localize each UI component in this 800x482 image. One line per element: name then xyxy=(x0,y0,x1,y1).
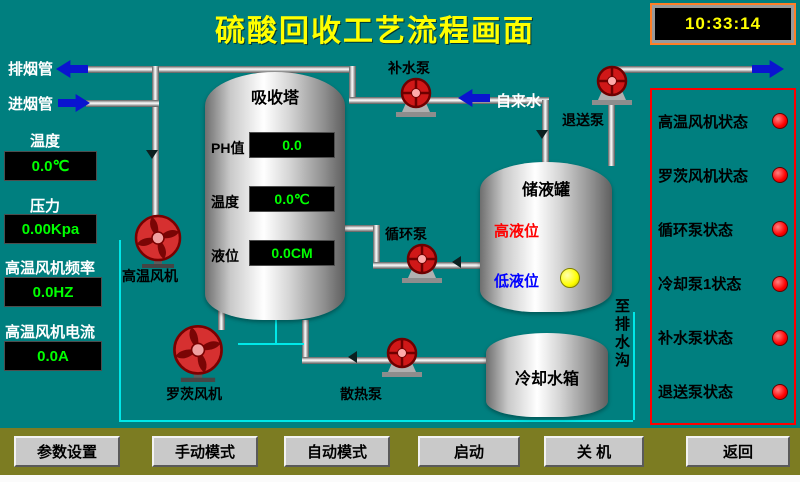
pipe-top-right xyxy=(608,66,754,73)
pipe-makeup-water xyxy=(349,97,549,104)
high-level-label: 高液位 xyxy=(494,223,540,240)
back-button[interactable]: 返回 xyxy=(686,436,790,467)
status-lamp-icon xyxy=(772,329,788,346)
status-row: 高温风机状态 xyxy=(658,111,788,132)
clock-frame: 10:33:14 xyxy=(650,3,796,45)
status-lamp-icon xyxy=(772,221,788,238)
level-label: 液位 xyxy=(211,248,239,264)
status-label-return-pump: 退送泵状态 xyxy=(658,384,734,402)
ph-display: 0.0 xyxy=(249,132,335,158)
status-label-makeup-pump: 补水泵状态 xyxy=(658,330,734,348)
return-pump-label: 退送泵 xyxy=(562,112,604,128)
pressure-label: 压力 xyxy=(30,198,61,215)
roots-fan-icon xyxy=(168,322,228,387)
pipe-circulation-b xyxy=(373,225,380,267)
heat-pump-label: 散热泵 xyxy=(340,386,382,402)
high-temp-fan-icon xyxy=(130,212,186,273)
low-level-lamp xyxy=(560,268,580,288)
exhaust-arrow-icon xyxy=(56,60,88,78)
pipe-tower-right-up xyxy=(349,66,356,104)
tower-temp-label: 温度 xyxy=(211,194,239,210)
tower-temp-display: 0.0℃ xyxy=(249,186,335,212)
tap-water-label: 自来水 xyxy=(496,93,542,110)
pipe-top-left xyxy=(88,66,352,73)
status-lamp-icon xyxy=(772,383,788,400)
absorption-tower: 吸收塔 PH值 0.0 温度 0.0℃ 液位 0.0CM xyxy=(205,72,345,320)
pipe-return xyxy=(608,66,615,166)
cyan-line-drain xyxy=(633,312,635,420)
cooling-tank-title: 冷却水箱 xyxy=(514,371,579,388)
cyan-line-bottom xyxy=(119,420,633,422)
makeup-pump-label: 补水泵 xyxy=(388,60,430,76)
page-title: 硫酸回收工艺流程画面 xyxy=(215,15,535,48)
circulating-pump-label: 循环泵 xyxy=(385,226,427,242)
intake-arrow-icon xyxy=(58,94,90,112)
pipe-circulation-a xyxy=(345,225,380,232)
pipe-intake-down xyxy=(152,66,159,226)
flow-down-icon xyxy=(536,130,548,139)
pressure-display: 0.00Kpa xyxy=(4,214,97,244)
tap-water-arrow-icon xyxy=(458,89,490,107)
cyan-line-roots xyxy=(238,343,304,345)
status-panel: 高温风机状态 罗茨风机状态 循环泵状态 冷却泵1状态 补水泵状态 退送泵状态 xyxy=(650,88,796,425)
temperature-display: 0.0℃ xyxy=(4,151,97,181)
heat-pump-icon xyxy=(378,336,426,387)
status-label-circulating-pump: 循环泵状态 xyxy=(658,221,734,239)
tower-title: 吸收塔 xyxy=(250,90,299,107)
low-level-label: 低液位 xyxy=(494,273,540,290)
drain-label: 至排水沟 xyxy=(613,298,630,370)
flow-left-icon xyxy=(452,256,461,268)
status-row: 补水泵状态 xyxy=(658,327,788,348)
cooling-tank: 冷却水箱 xyxy=(486,333,608,417)
ph-label: PH值 xyxy=(211,140,245,156)
cyan-line-left xyxy=(119,240,121,420)
circulating-pump-icon xyxy=(398,242,446,293)
pipe-intake xyxy=(86,100,159,107)
fan-frequency-display: 0.0HZ xyxy=(4,277,102,307)
fan-current-label: 高温风机电流 xyxy=(5,324,96,341)
high-temp-fan-label: 高温风机 xyxy=(122,268,178,284)
status-lamp-icon xyxy=(772,167,788,184)
storage-tank-title: 储液罐 xyxy=(521,182,570,199)
return-pump-icon xyxy=(588,64,636,115)
makeup-pump-icon xyxy=(392,76,440,127)
flow-left-icon xyxy=(348,351,357,363)
flow-down-icon xyxy=(146,150,158,159)
status-label-cooling-pump1: 冷却泵1状态 xyxy=(658,276,742,294)
status-row: 冷却泵1状态 xyxy=(658,273,788,294)
window-bottom-edge xyxy=(0,475,800,482)
status-label-high-temp-fan: 高温风机状态 xyxy=(658,113,749,131)
bottom-toolbar: 参数设置 手动模式 自动模式 启动 关 机 返回 xyxy=(0,428,800,475)
status-lamp-icon xyxy=(772,113,788,130)
cyan-line-tower-bottom xyxy=(275,318,277,343)
storage-tank: 储液罐 高液位 低液位 xyxy=(480,162,612,312)
clock-display: 10:33:14 xyxy=(655,8,791,40)
fan-current-display: 0.0A xyxy=(4,341,102,371)
exhaust-pipe-label: 排烟管 xyxy=(8,61,54,78)
status-lamp-icon xyxy=(772,275,788,292)
status-row: 退送泵状态 xyxy=(658,381,788,402)
fan-frequency-label: 高温风机频率 xyxy=(5,260,96,277)
start-button[interactable]: 启动 xyxy=(418,436,520,467)
auto-mode-button[interactable]: 自动模式 xyxy=(284,436,390,467)
status-label-roots-fan: 罗茨风机状态 xyxy=(658,167,749,185)
params-button[interactable]: 参数设置 xyxy=(14,436,120,467)
level-display: 0.0CM xyxy=(249,240,335,266)
status-row: 循环泵状态 xyxy=(658,219,788,240)
pipe-roots-fan xyxy=(218,306,225,330)
outflow-arrow-icon xyxy=(752,60,784,78)
manual-mode-button[interactable]: 手动模式 xyxy=(152,436,258,467)
roots-fan-label: 罗茨风机 xyxy=(166,386,222,402)
status-row: 罗茨风机状态 xyxy=(658,165,788,186)
intake-pipe-label: 进烟管 xyxy=(8,96,54,113)
shutdown-button[interactable]: 关 机 xyxy=(544,436,644,467)
temperature-label: 温度 xyxy=(30,133,61,150)
pipe-cooling-up xyxy=(302,320,309,360)
